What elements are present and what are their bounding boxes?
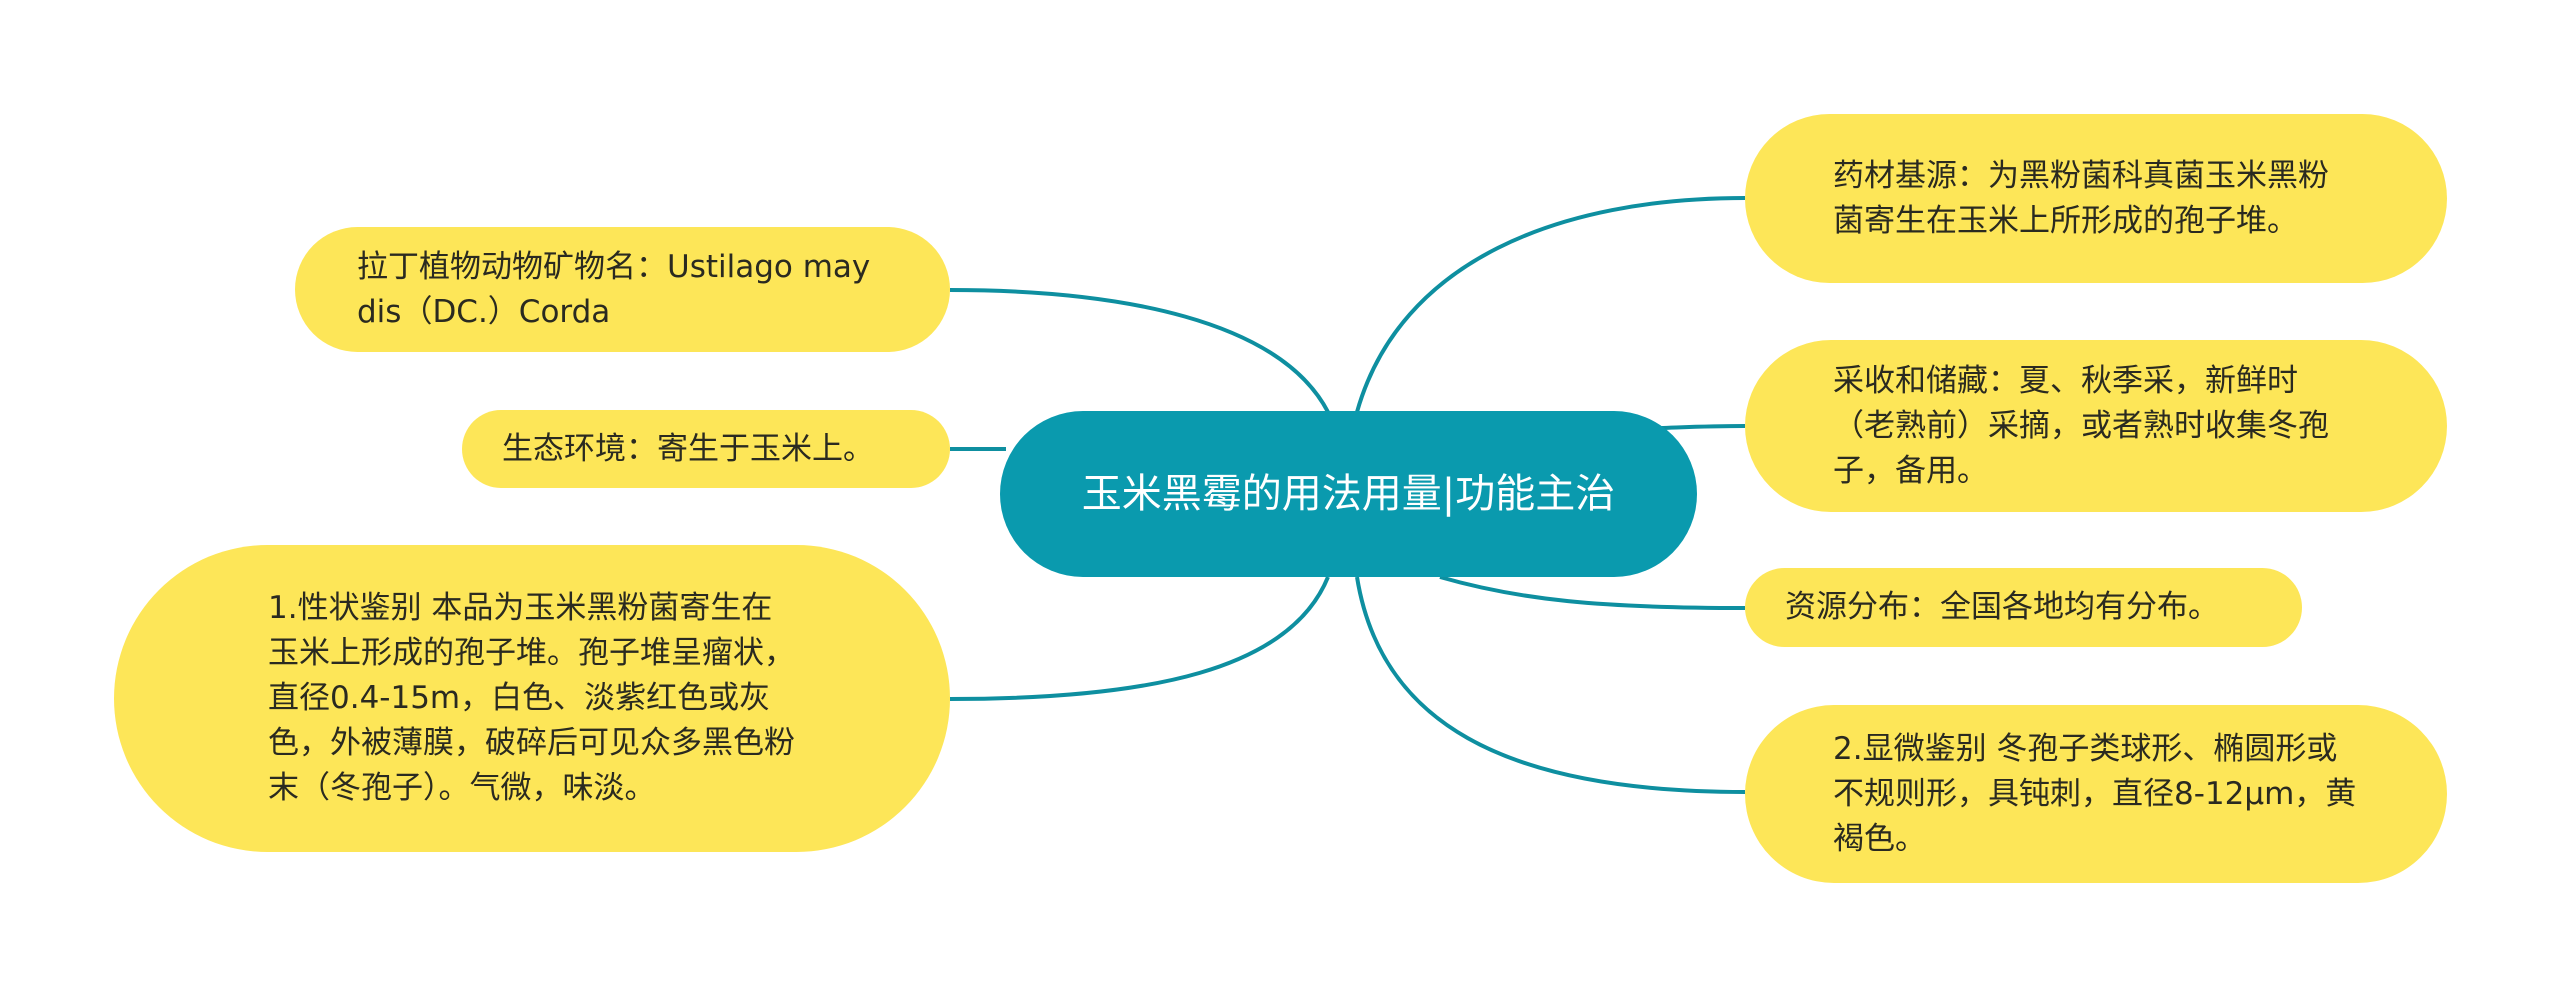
- connector-source: [1355, 196, 1746, 413]
- branch-node-label: 生态环境：寄生于玉米上。: [502, 430, 874, 467]
- branch-node-macroscopic[interactable]: 1.性状鉴别 本品为玉米黑粉菌寄生在玉米上形成的孢子堆。孢子堆呈瘤状，直径0.4…: [114, 545, 950, 852]
- root-node[interactable]: 玉米黑霉的用法用量|功能主治: [1000, 411, 1697, 577]
- branch-node-distribution[interactable]: 资源分布：全国各地均有分布。: [1745, 568, 2302, 647]
- branch-node-label: 药材基源：为黑粉菌科真菌玉米黑粉菌寄生在玉米上所形成的孢子堆。: [1833, 157, 2329, 239]
- connector-distribution: [1439, 575, 1746, 610]
- root-node-label: 玉米黑霉的用法用量|功能主治: [1081, 471, 1616, 517]
- connector-macroscopic: [949, 576, 1330, 701]
- branch-node-label: 资源分布：全国各地均有分布。: [1785, 589, 2219, 625]
- connector-harvest: [1659, 424, 1746, 430]
- branch-node-harvest[interactable]: 采收和储藏：夏、秋季采，新鲜时（老熟前）采摘，或者熟时收集冬孢子，备用。: [1745, 340, 2447, 512]
- branch-node-ecology[interactable]: 生态环境：寄生于玉米上。: [462, 410, 950, 488]
- branch-node-label: 2.显微鉴别 冬孢子类球形、椭圆形或不规则形，具钝刺，直径8-12μm，黄褐色。: [1833, 730, 2357, 857]
- branch-node-label: 拉丁植物动物矿物名：Ustilago maydis（DC.）Corda: [357, 248, 871, 330]
- branch-node-label: 1.性状鉴别 本品为玉米黑粉菌寄生在玉米上形成的孢子堆。孢子堆呈瘤状，直径0.4…: [268, 590, 795, 806]
- branch-node-source[interactable]: 药材基源：为黑粉菌科真菌玉米黑粉菌寄生在玉米上所形成的孢子堆。: [1745, 114, 2447, 283]
- branch-node-latin[interactable]: 拉丁植物动物矿物名：Ustilago maydis（DC.）Corda: [295, 227, 950, 352]
- connector-microscopic: [1355, 576, 1746, 794]
- connector-latin: [949, 288, 1330, 413]
- branch-node-microscopic[interactable]: 2.显微鉴别 冬孢子类球形、椭圆形或不规则形，具钝刺，直径8-12μm，黄褐色。: [1745, 705, 2447, 883]
- branch-node-label: 采收和储藏：夏、秋季采，新鲜时（老熟前）采摘，或者熟时收集冬孢子，备用。: [1833, 362, 2329, 489]
